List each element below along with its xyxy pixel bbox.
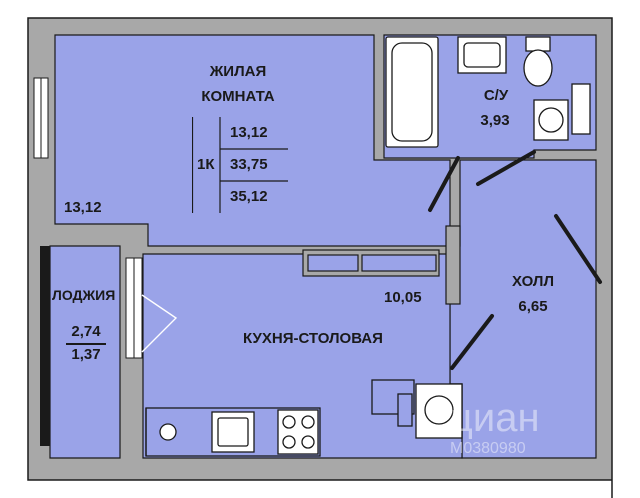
living-window	[33, 77, 49, 159]
bathroom-name: С/У	[483, 87, 509, 104]
hall-boiler	[415, 383, 463, 439]
bathroom-boiler	[571, 83, 591, 135]
interior-glazing	[302, 249, 440, 277]
hall-area: 6,65	[518, 298, 548, 315]
bathroom-sink	[457, 36, 507, 74]
bathroom-area: 3,93	[480, 112, 510, 129]
living-room-area: 13,12	[64, 199, 102, 216]
doors	[428, 150, 602, 370]
kitchen-counter	[145, 407, 321, 457]
kitchen-area: 10,05	[384, 289, 422, 306]
hall-name: ХОЛЛ	[512, 273, 554, 290]
watermark-brand: циан	[450, 396, 540, 440]
loggia-area-reduced: 1,37	[71, 346, 101, 363]
living-room-name-line2: КОМНАТА	[201, 88, 275, 105]
washing-machine	[533, 99, 569, 141]
summary-total-with-loggia: 35,12	[230, 188, 268, 205]
kitchen-window	[125, 257, 143, 359]
summary-living-area: 13,12	[230, 124, 268, 141]
watermark-code: M0380980	[450, 440, 526, 457]
loggia-door-swing	[141, 294, 178, 353]
kitchen-name: КУХНЯ-СТОЛОВАЯ	[243, 330, 383, 347]
apartment-type: 1К	[197, 156, 215, 173]
living-room-name-line1: ЖИЛАЯ	[209, 63, 267, 80]
wall-pillar	[445, 225, 461, 305]
summary-total-area: 33,75	[230, 156, 268, 173]
loggia-area: 2,74	[71, 323, 101, 340]
bathtub	[385, 36, 439, 148]
toilet	[523, 36, 553, 87]
loggia-name: ЛОДЖИЯ	[52, 287, 116, 303]
kitchen-cabinet	[371, 379, 415, 427]
loggia-glazing	[40, 246, 50, 446]
area-summary-table: 1К 13,12 33,75 35,12	[192, 117, 288, 213]
loggia-area-divider	[66, 343, 106, 345]
area-table-lines	[192, 117, 288, 213]
